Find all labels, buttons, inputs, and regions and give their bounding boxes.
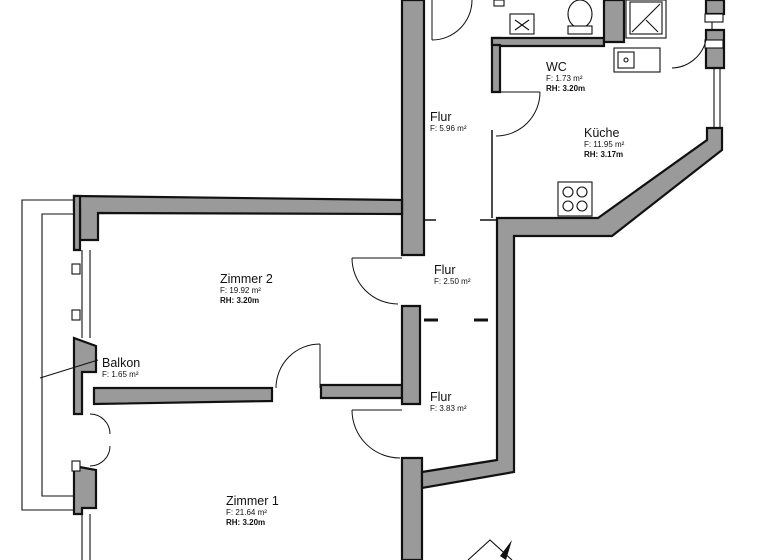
- room-label-kueche: Küche F: 11.95 m² RH: 3.17m: [584, 126, 624, 159]
- north-arrow-icon: [467, 539, 513, 560]
- balcony-outline: [21, 199, 99, 511]
- wall-kitchen-top: [602, 0, 626, 44]
- sink-icon: [493, 0, 535, 35]
- room-area: F: 21.64 m²: [226, 508, 267, 518]
- room-area: F: 3.83 m²: [430, 404, 467, 414]
- room-label-zimmer-1: Zimmer 1 F: 21.64 m² RH: 3.20m: [226, 494, 279, 527]
- wall-right-diagonal: [420, 126, 724, 490]
- room-area: F: 2.50 m²: [434, 277, 471, 287]
- wall-left-pier-2: [72, 336, 98, 416]
- wall-top-right-corner: [704, 0, 726, 16]
- wall-left-pier-3: [72, 464, 98, 516]
- walls: [72, 0, 726, 560]
- room-name: Zimmer 2: [220, 272, 273, 286]
- room-height: RH: 3.17m: [584, 149, 624, 159]
- room-area: F: 1.73 m²: [546, 74, 583, 84]
- room-name: Flur: [434, 263, 456, 277]
- wall-central-upper: [400, 0, 426, 257]
- room-name: Balkon: [102, 356, 141, 370]
- toilet-icon: [567, 0, 593, 35]
- room-name: Zimmer 1: [226, 494, 279, 508]
- wall-zimmer2-bottom-left: [92, 386, 274, 406]
- wall-central-middle: [400, 304, 422, 406]
- room-name: Flur: [430, 110, 452, 124]
- doors: [89, 0, 707, 467]
- wall-kitchen-right: [704, 28, 726, 70]
- room-area: F: 19.92 m²: [220, 286, 261, 296]
- room-height: RH: 3.20m: [546, 83, 586, 93]
- room-name: Flur: [430, 390, 452, 404]
- room-label-flur-2: Flur F: 2.50 m²: [434, 263, 470, 287]
- stove-icon: [557, 181, 593, 217]
- wall-zimmer2-top: [72, 194, 404, 242]
- shower-icon: [625, 0, 667, 39]
- wall-central-lower: [400, 456, 424, 560]
- room-label-wc: WC F: 1.73 m² RH: 3.20m: [546, 60, 585, 93]
- room-name: Küche: [584, 126, 620, 140]
- windows: [71, 13, 724, 560]
- wall-left-pier-1: [72, 194, 82, 252]
- wall-stubs: [424, 130, 497, 322]
- kitchen-sink-icon: [613, 47, 661, 73]
- room-height: RH: 3.20m: [226, 517, 266, 527]
- room-label-zimmer-2: Zimmer 2 F: 19.92 m² RH: 3.20m: [220, 272, 273, 305]
- room-area: F: 1.65 m²: [102, 370, 139, 380]
- room-height: RH: 3.20m: [220, 295, 260, 305]
- room-area: F: 11.95 m²: [584, 140, 625, 150]
- wall-wc-top: [490, 36, 606, 48]
- wall-zimmer2-bottom-right: [319, 383, 404, 400]
- room-label-flur-1: Flur F: 5.96 m²: [430, 110, 466, 134]
- room-label-balkon: Balkon F: 1.65 m²: [102, 356, 140, 380]
- room-area: F: 5.96 m²: [430, 124, 467, 134]
- room-name: WC: [546, 60, 567, 74]
- room-label-flur-3: Flur F: 3.83 m²: [430, 390, 466, 414]
